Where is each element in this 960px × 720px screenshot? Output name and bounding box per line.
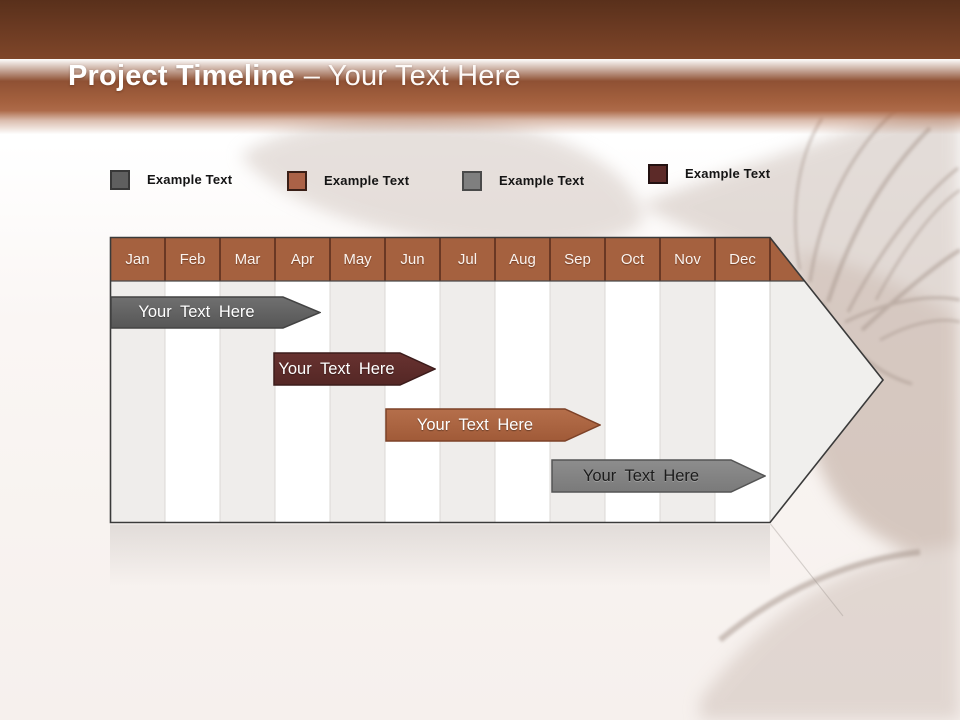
legend-item-2[interactable]: Example Text (287, 171, 409, 191)
legend-item-3[interactable]: Example Text (462, 171, 584, 191)
task-label: Your Text Here (416, 415, 534, 434)
month-cell-jan[interactable]: Jan (125, 251, 150, 268)
month-cell-jun[interactable]: Jun (400, 251, 425, 268)
month-cell-apr[interactable]: Apr (290, 251, 315, 268)
legend-label: Example Text (499, 173, 585, 188)
task-bar-4[interactable]: Your Text Here (551, 459, 766, 493)
legend-label: Example Text (685, 166, 771, 181)
legend-item-4[interactable]: Example Text (648, 164, 770, 184)
month-header-row: Jan Feb Mar Apr May Jun Jul Aug Sep Oct … (110, 238, 770, 281)
task-label: Your Text Here (582, 466, 700, 485)
month-cell-feb[interactable]: Feb (179, 251, 206, 268)
month-cell-sep[interactable]: Sep (564, 251, 591, 268)
title-subtitle: – Your Text Here (303, 60, 521, 92)
legend-swatch-gray (462, 171, 482, 191)
legend-item-1[interactable]: Example Text (110, 170, 232, 190)
month-cell-may[interactable]: May (343, 251, 372, 268)
task-bar-2[interactable]: Your Text Here (273, 352, 436, 386)
month-cell-oct[interactable]: Oct (620, 251, 645, 268)
task-label: Your Text Here (278, 359, 395, 378)
month-cell-jul[interactable]: Jul (457, 251, 478, 268)
timeline-reflection (110, 524, 770, 587)
page-title[interactable]: Project Timeline– Your Text Here (68, 60, 521, 93)
legend-swatch-maroon (648, 164, 668, 184)
slide-header: Project Timeline– Your Text Here (0, 0, 960, 140)
task-bar-1[interactable]: Your Text Here (110, 296, 321, 329)
legend-swatch-gray-dark (110, 170, 130, 190)
title-main: Project Timeline (68, 60, 295, 92)
task-label: Your Text Here (138, 303, 255, 321)
task-bar-3[interactable]: Your Text Here (385, 408, 601, 442)
month-cell-nov[interactable]: Nov (674, 251, 701, 268)
legend-label: Example Text (147, 172, 233, 187)
month-cell-aug[interactable]: Aug (509, 251, 536, 268)
legend-label: Example Text (324, 173, 410, 188)
month-cell-mar[interactable]: Mar (234, 251, 261, 268)
legend-swatch-rust (287, 171, 307, 191)
month-cell-dec[interactable]: Dec (729, 251, 756, 268)
